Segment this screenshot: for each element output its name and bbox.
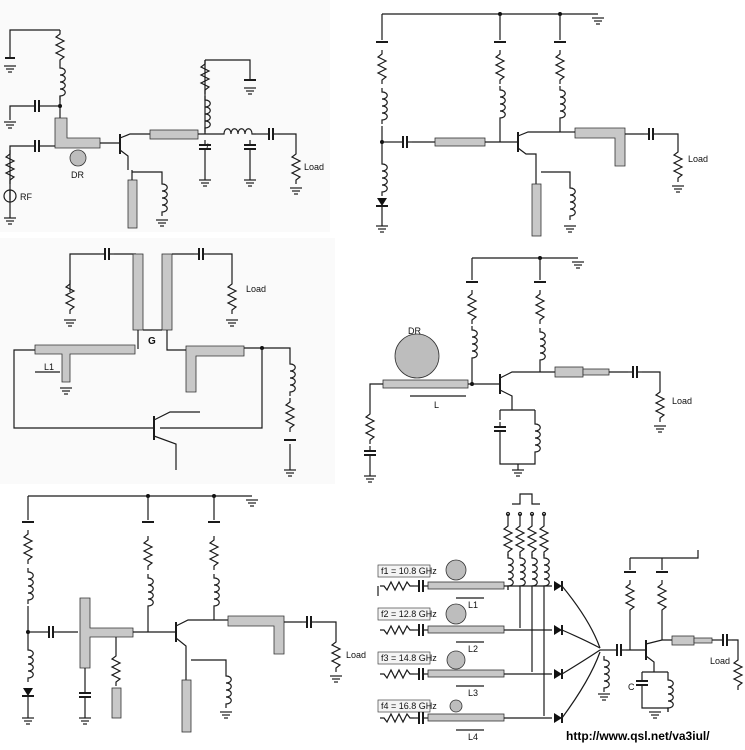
- panel-a-dr-oscillator: RF DR Load L: [0, 0, 330, 232]
- length-label-2: L2: [468, 644, 478, 654]
- load-label-c: Load: [246, 284, 266, 294]
- load-label-a: Load: [304, 162, 324, 172]
- cap-label-c: C: [628, 682, 635, 692]
- dr-label: DR: [71, 170, 84, 180]
- bias-resistors: [503, 511, 550, 716]
- channel-2: f2 = 12.8 GHz L2: [377, 603, 563, 654]
- freq-label-3: f3 = 14.8 GHz: [381, 653, 437, 663]
- inductor-label: L: [206, 142, 211, 152]
- panel-e-oscillator: Load: [21, 494, 366, 733]
- length-label-3: L3: [468, 688, 478, 698]
- length-label-4: L4: [468, 732, 478, 742]
- rf-source-label: RF: [20, 192, 32, 202]
- panel-b-oscillator: Load: [375, 12, 708, 237]
- length-label-l1: L1: [44, 362, 54, 372]
- freq-label-1: f1 = 10.8 GHz: [381, 566, 437, 576]
- panel-d-dr-oscillator: DR L Load: [363, 256, 692, 483]
- dielectric-resonator: [394, 333, 440, 379]
- freq-label-4: f4 = 16.8 GHz: [381, 701, 437, 711]
- length-label-1: L1: [468, 600, 478, 610]
- gap-label: G: [148, 336, 156, 347]
- load-label-e: Load: [346, 650, 366, 660]
- source-url: http://www.qsl.net/va3iul/: [566, 729, 710, 743]
- panel-f-switched-dr-oscillator: f1 = 10.8 GHz L1 f2 = 12.8 GHz L2: [377, 493, 743, 742]
- channel-3: f3 = 14.8 GHz L3: [377, 650, 563, 698]
- load-label-b: Load: [688, 154, 708, 164]
- channel-4: f4 = 16.8 GHz L4: [377, 699, 563, 742]
- dielectric-resonator: [69, 149, 87, 167]
- panel-c-coupled-line-oscillator: G Load L1: [0, 238, 335, 484]
- channel-1: f1 = 10.8 GHz L1: [377, 559, 563, 610]
- length-label-l: L: [434, 400, 439, 410]
- freq-label-2: f2 = 12.8 GHz: [381, 609, 437, 619]
- load-label-f: Load: [710, 656, 730, 666]
- load-label-d: Load: [672, 396, 692, 406]
- dr-label: DR: [408, 326, 421, 336]
